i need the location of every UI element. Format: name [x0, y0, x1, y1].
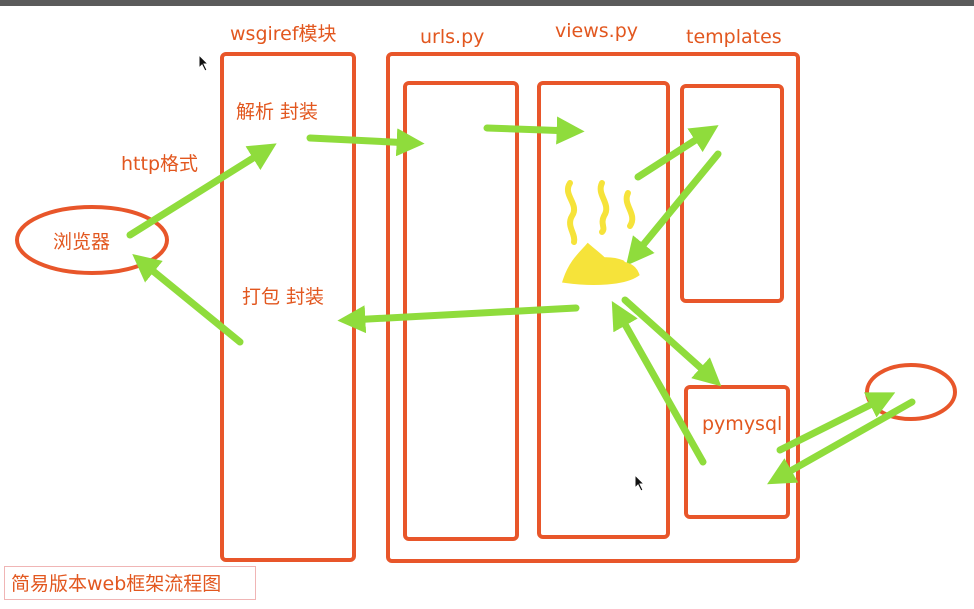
- arrow-views-to-wsgiref: [337, 304, 580, 334]
- views-doodle: [562, 180, 640, 285]
- arrow-wsgiref-to-browser: [132, 254, 244, 346]
- window-top-bar: [0, 0, 974, 6]
- templates-box: [680, 84, 784, 303]
- outer-framework-box: [386, 52, 800, 563]
- arrow-wsgiref-to-urls: [306, 128, 425, 157]
- label-browser: 浏览器: [53, 231, 111, 253]
- mouse-cursor-icon: [634, 474, 646, 492]
- arrow-browser-to-wsgiref: [126, 143, 277, 239]
- arrow-views-to-templates: [634, 125, 719, 181]
- arrow-urls-to-views: [483, 116, 585, 145]
- browser-ellipse: [15, 205, 169, 275]
- arrow-views-to-pymysql: [621, 296, 722, 387]
- arrow-pymysql-to-database: [776, 392, 896, 454]
- label-templates: templates: [686, 26, 782, 48]
- arrow-pymysql-to-views: [611, 301, 707, 466]
- label-http: http格式: [121, 153, 199, 175]
- arrow-database-to-pymysql: [767, 398, 916, 485]
- arrow-templates-to-views: [625, 150, 722, 266]
- label-urls: urls.py: [420, 26, 485, 48]
- label-pack: 打包 封装: [242, 286, 325, 308]
- diagram-caption: 简易版本web框架流程图: [4, 566, 256, 600]
- label-parse: 解析 封装: [236, 101, 319, 123]
- label-wsgiref: wsgiref模块: [230, 23, 337, 45]
- database-ellipse: [865, 363, 957, 421]
- mouse-cursor-icon: [198, 54, 210, 72]
- label-views: views.py: [555, 20, 638, 42]
- pymysql-box: [684, 385, 790, 519]
- label-pymysql: pymysql: [702, 413, 783, 435]
